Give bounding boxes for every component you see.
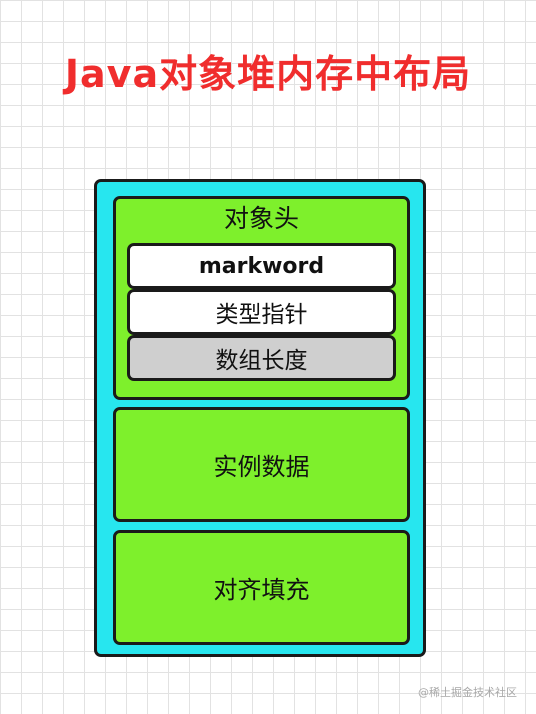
diagram-title: Java对象堆内存中布局 bbox=[64, 52, 472, 96]
type-pointer-field: 类型指针 bbox=[127, 289, 396, 335]
object-container: 对象头 markword 类型指针 数组长度 实例数据 对齐填充 bbox=[94, 179, 426, 657]
object-header-block: 对象头 markword 类型指针 数组长度 bbox=[113, 196, 410, 400]
watermark: @稀土掘金技术社区 bbox=[418, 686, 517, 699]
markword-field: markword bbox=[127, 243, 396, 289]
object-header-label: 对象头 bbox=[223, 204, 299, 233]
array-length-field: 数组长度 bbox=[127, 335, 396, 381]
instance-data-block: 实例数据 bbox=[113, 407, 410, 522]
padding-block: 对齐填充 bbox=[113, 530, 410, 645]
